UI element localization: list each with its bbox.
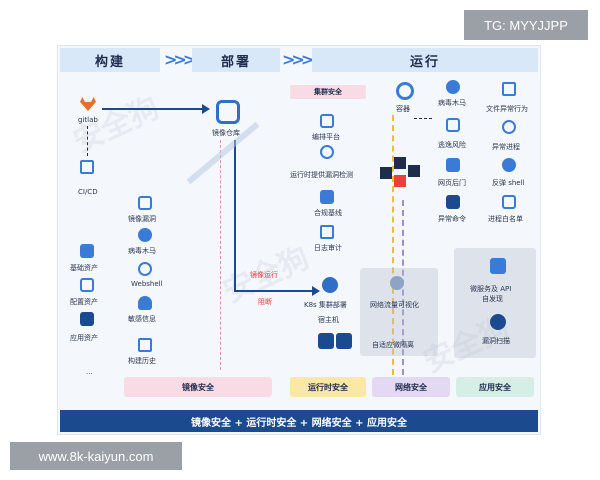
backdoor-label: 网页后门 (438, 179, 466, 187)
command-label: 异常命令 (438, 215, 466, 223)
escape-icon (446, 118, 460, 132)
gitlab-cicd-arrow (87, 126, 88, 156)
log-audit-label: 日志审计 (314, 244, 342, 252)
scan-icon (490, 314, 506, 330)
whitelist-icon (502, 195, 516, 209)
baseline-label: 合规基线 (314, 209, 342, 217)
cicd-icon (80, 160, 94, 174)
chevron-icon-1: >>> (164, 50, 196, 69)
run-image-arrow (234, 290, 314, 292)
virus2-icon (446, 80, 460, 94)
config-asset-icon (80, 278, 94, 292)
command-icon (446, 195, 460, 209)
log-audit-icon (320, 225, 334, 239)
gitlab-registry-arrow (102, 108, 206, 110)
whitelist-label: 进程白名单 (488, 215, 523, 223)
header-run: 运行 (312, 48, 538, 72)
orchestration-label: 编排平台 (312, 133, 340, 141)
orchestration-icon (320, 114, 334, 128)
container-label: 容器 (396, 105, 410, 113)
build-history-label: 构建历史 (128, 357, 156, 365)
runtime-vuln-icon (320, 145, 334, 159)
cluster-title: 集群安全 (290, 85, 366, 99)
sensitive-info-icon (138, 296, 152, 310)
host-icon-2 (336, 333, 352, 349)
container-purple-line (402, 200, 404, 375)
sensitive-info-label: 敏感信息 (128, 315, 156, 323)
app-asset-icon (80, 312, 94, 326)
k8s-icon (322, 277, 338, 293)
watermark-tg: TG: MYYJJPP (464, 10, 588, 40)
band-network: 网络安全 (372, 377, 450, 397)
base-asset-icon (80, 244, 94, 258)
webshell-icon (138, 262, 152, 276)
virus-label: 病毒木马 (128, 247, 156, 255)
isolation-label: 自适应微隔离 (372, 341, 414, 349)
container-yellow-line (392, 115, 394, 375)
base-asset-label: 基础资产 (70, 264, 98, 272)
header-deploy: 部署 (192, 48, 280, 72)
app-asset-label: 应用资产 (70, 334, 98, 342)
registry-run-line (234, 140, 236, 290)
cicd-label: CI/CD (78, 188, 98, 196)
network-icon (390, 276, 404, 290)
arrow-head-registry (202, 104, 210, 114)
api-label-1: 微服务及 API (470, 285, 512, 293)
virus2-label: 病毒木马 (438, 99, 466, 107)
container-icon (396, 82, 414, 100)
scan-label: 漏洞扫描 (482, 337, 510, 345)
image-vuln-icon (138, 196, 152, 210)
registry-dashed-line (220, 140, 221, 370)
host-label: 宿主机 (318, 316, 339, 324)
image-vuln-label: 镜像漏洞 (128, 215, 156, 223)
band-app: 应用安全 (456, 377, 534, 397)
runtime-vuln-label: 运行时提供漏洞检测 (290, 171, 353, 179)
baseline-icon (320, 190, 334, 204)
api-icon (490, 258, 506, 274)
process-icon (502, 120, 516, 134)
backdoor-icon (446, 158, 460, 172)
arrow-head-k8s (312, 286, 320, 296)
container-threat-link (414, 118, 432, 119)
diagram-frame (57, 45, 541, 435)
block-label: 阻断 (258, 298, 272, 306)
gitlab-label: gitlab (78, 116, 98, 124)
summary-banner: 镜像安全 + 运行时安全 + 网络安全 + 应用安全 (60, 410, 538, 432)
reverse-shell-icon (502, 158, 516, 172)
network-visual-label: 网络流量可视化 (370, 301, 419, 309)
virus-icon (138, 228, 152, 242)
file-behavior-icon (502, 82, 516, 96)
header-build: 构建 (60, 48, 160, 72)
host-icon-1 (318, 333, 334, 349)
process-label: 异常进程 (492, 143, 520, 151)
config-asset-label: 配置资产 (70, 298, 98, 306)
webshell-label: Webshell (131, 280, 163, 288)
k8s-label: K8s 集群部署 (304, 301, 347, 309)
run-image-label: 镜像运行 (250, 271, 278, 279)
band-runtime: 运行时安全 (290, 377, 366, 397)
registry-label: 镜像仓库 (212, 129, 240, 137)
chevron-icon-2: >>> (282, 50, 314, 69)
watermark-site: www.8k-kaiyun.com (10, 442, 182, 470)
band-image: 镜像安全 (124, 377, 272, 397)
escape-label: 逃逸风险 (438, 141, 466, 149)
ellipsis-label: ... (86, 368, 93, 376)
api-label-2: 自发现 (482, 295, 503, 303)
reverse-shell-label: 反弹 shell (492, 179, 525, 187)
build-history-icon (138, 338, 152, 352)
container-cubes-icon (380, 155, 424, 191)
registry-icon (216, 100, 240, 124)
file-behavior-label: 文件异常行为 (486, 105, 528, 113)
